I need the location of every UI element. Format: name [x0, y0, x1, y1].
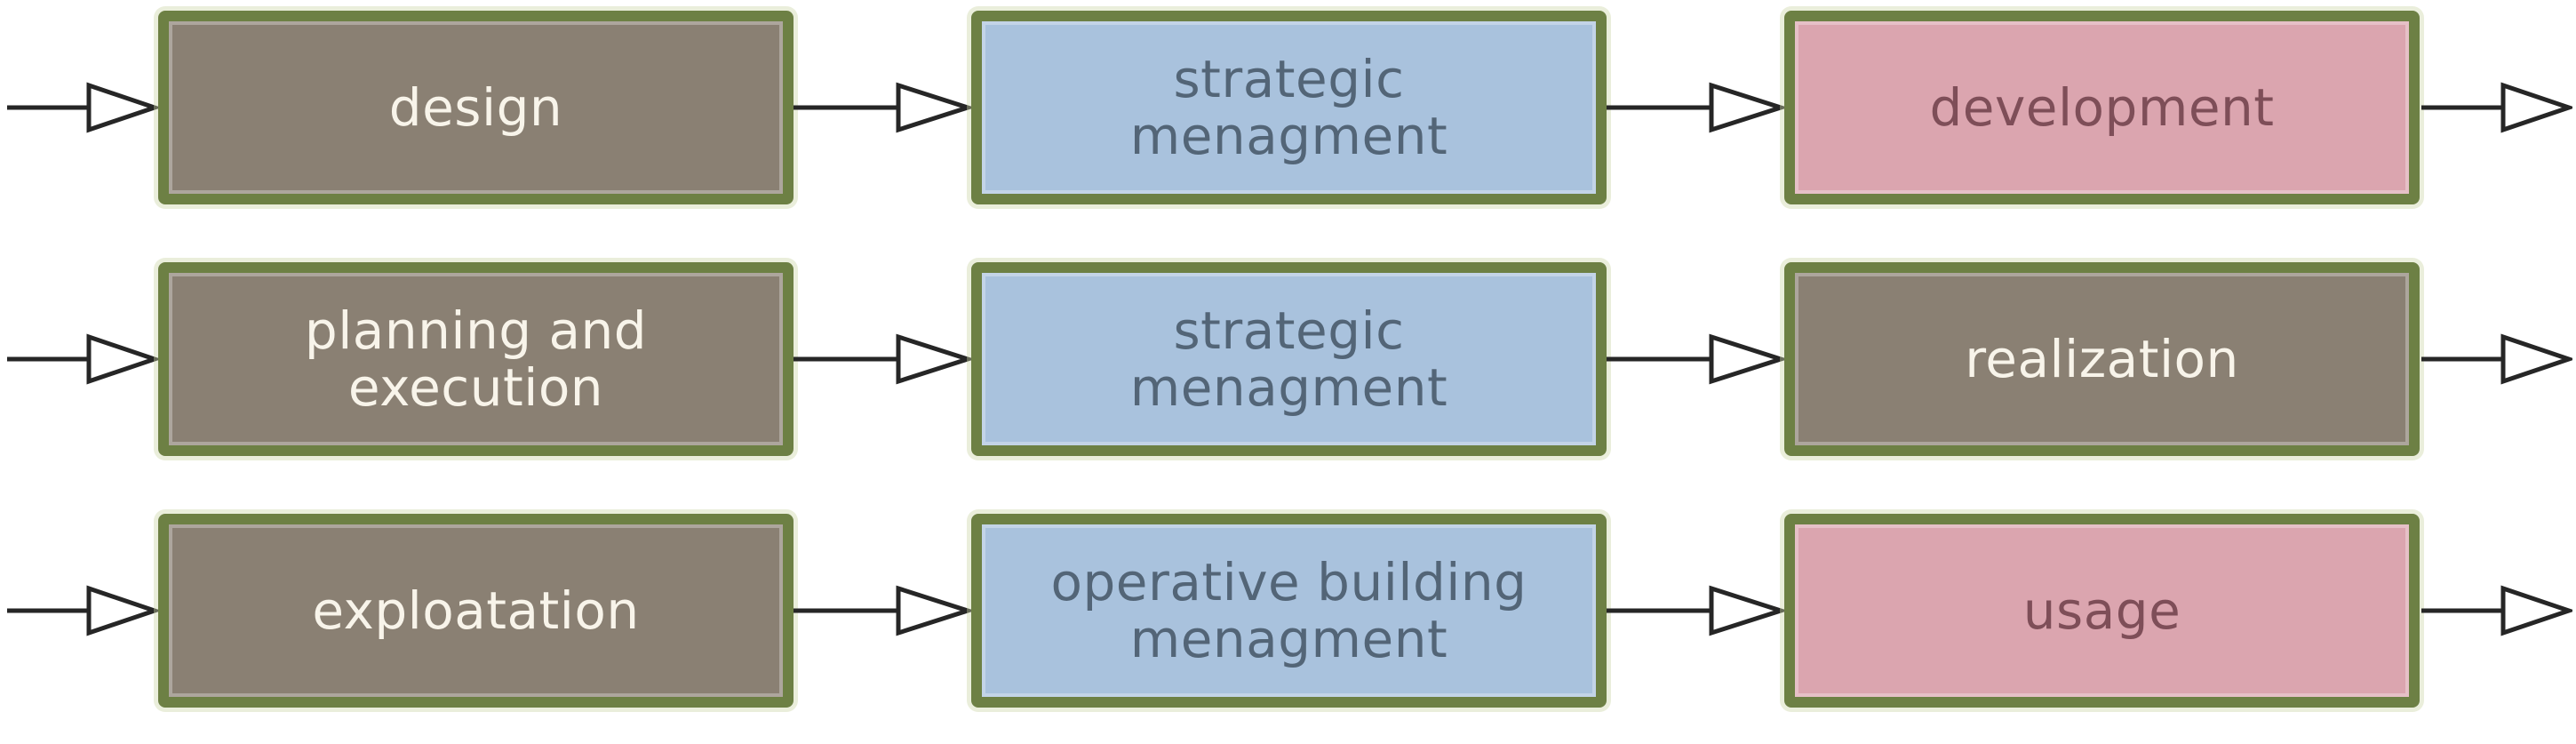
flow-box: realization: [1784, 262, 2420, 456]
flow-row-1: design strategic menagment development: [5, 11, 2576, 204]
arrow-connector-icon: [1607, 333, 1784, 385]
box-label-line: menagment: [1129, 106, 1448, 166]
box-label: operative building menagment: [1051, 554, 1527, 668]
box-label-line: menagment: [1129, 609, 1448, 669]
box-label-line: usage: [2022, 580, 2181, 641]
box-label: realization: [1965, 331, 2239, 388]
box-label: design: [389, 79, 562, 136]
flow-box: usage: [1784, 514, 2420, 708]
arrow-connector-icon: [794, 82, 971, 133]
arrow-out-icon: [2421, 585, 2572, 636]
flow-box: exploatation: [158, 514, 794, 708]
arrow-connector-icon: [1607, 82, 1784, 133]
box-label-line: realization: [1965, 329, 2239, 389]
box-label-line: execution: [347, 357, 604, 418]
arrow-connector-icon: [1607, 585, 1784, 636]
flow-box: design: [158, 11, 794, 204]
box-label-line: strategic: [1173, 49, 1405, 109]
arrow-in-icon: [7, 333, 158, 385]
box-label-line: design: [388, 77, 563, 138]
box-label-line: strategic: [1173, 300, 1405, 361]
box-label: exploatation: [312, 582, 639, 639]
flow-box: planning and execution: [158, 262, 794, 456]
box-label: development: [1929, 79, 2274, 136]
box-label: usage: [2023, 582, 2181, 639]
flow-box: development: [1784, 11, 2420, 204]
flow-box: strategic menagment: [971, 11, 1607, 204]
flow-row-2: planning and execution strategic menagme…: [5, 262, 2576, 456]
arrow-connector-icon: [794, 333, 971, 385]
flow-row-3: exploatation operative building menagmen…: [5, 514, 2576, 708]
box-label-line: planning and: [304, 300, 648, 361]
arrow-in-icon: [7, 585, 158, 636]
box-label: planning and execution: [305, 302, 647, 416]
arrow-out-icon: [2421, 333, 2572, 385]
flow-box: operative building menagment: [971, 514, 1607, 708]
flow-box: strategic menagment: [971, 262, 1607, 456]
arrow-in-icon: [7, 82, 158, 133]
box-label-line: development: [1929, 77, 2275, 138]
box-label: strategic menagment: [1130, 302, 1448, 416]
arrow-connector-icon: [794, 585, 971, 636]
arrow-out-icon: [2421, 82, 2572, 133]
box-label-line: menagment: [1129, 357, 1448, 418]
box-label-line: operative building: [1050, 552, 1527, 612]
box-label: strategic menagment: [1130, 51, 1448, 164]
box-label-line: exploatation: [312, 580, 640, 641]
